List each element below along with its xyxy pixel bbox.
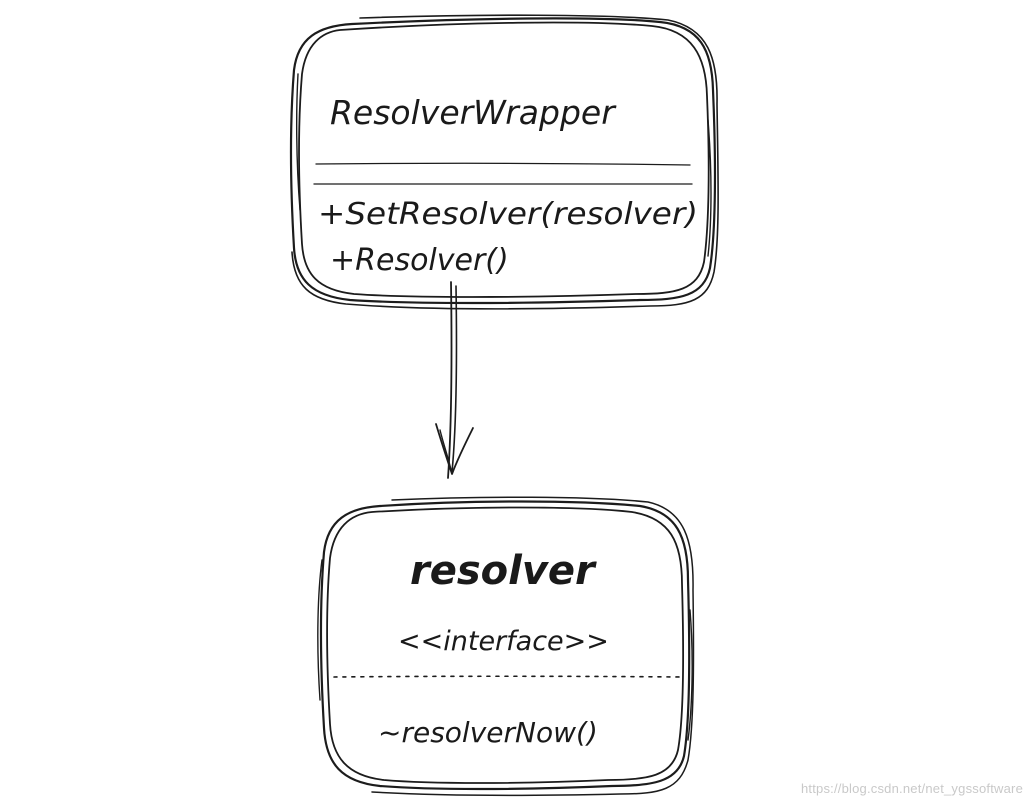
resolver-wrapper-box [289,14,719,310]
watermark-text: https://blog.csdn.net/net_ygssoftware [800,781,1023,796]
resolver-interface-box [317,496,695,797]
dependency-arrow [435,281,474,479]
interface-method-resolvernow: ~resolverNow() [378,716,598,749]
wrapper-divider [315,162,691,166]
interface-stereotype: <<interface>> [398,626,609,657]
wrapper-class-name: ResolverWrapper [330,93,617,132]
interface-box-outline [319,500,691,791]
interface-divider [333,675,685,678]
interface-name: resolver [410,548,597,594]
wrapper-method-resolver: +Resolver() [330,243,509,278]
wrapper-method-setresolver: +SetResolver(resolver) [318,197,698,232]
wrapper-box-outline [289,17,717,305]
